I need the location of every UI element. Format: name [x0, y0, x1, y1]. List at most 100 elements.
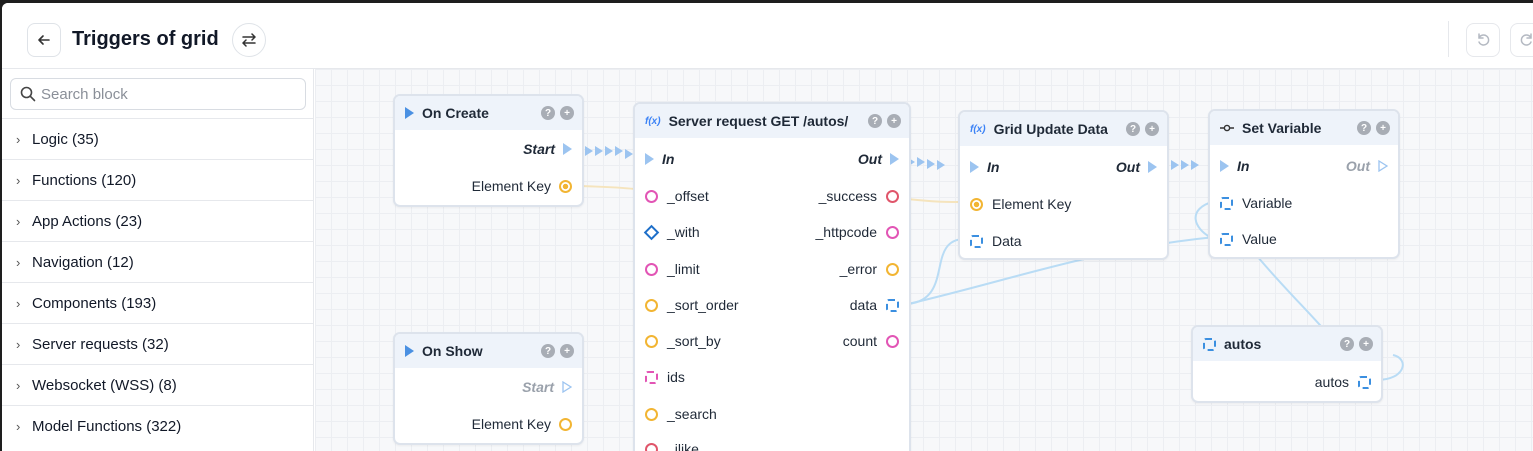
category-navigation[interactable]: ›Navigation (12)	[2, 241, 314, 282]
pin-icon	[886, 334, 899, 348]
help-icon[interactable]: ?	[541, 344, 555, 358]
pin-autos-output[interactable]: autos	[1315, 374, 1371, 390]
pin-data[interactable]: data	[850, 297, 899, 313]
redo-icon	[1520, 33, 1532, 46]
category-model-functions[interactable]: ›Model Functions (322)	[2, 405, 314, 446]
pin-element-key[interactable]: Element Key	[970, 196, 1071, 212]
node-set-variable[interactable]: Set Variable ? + In Out Variable Value	[1208, 109, 1400, 259]
pin-variable[interactable]: Variable	[1220, 195, 1292, 211]
pin-icon	[559, 179, 572, 193]
pin-httpcode[interactable]: _httpcode	[816, 224, 899, 240]
pin-out[interactable]: Out	[858, 151, 899, 167]
pin-ids[interactable]: ids	[645, 369, 685, 385]
pin-offset[interactable]: _offset	[645, 188, 709, 204]
flow-in-icon	[970, 161, 979, 173]
pin-sort-by[interactable]: _sort_by	[645, 333, 721, 349]
pin-success[interactable]: _success	[819, 188, 899, 204]
comment-icon[interactable]: +	[560, 344, 574, 358]
help-icon[interactable]: ?	[1126, 122, 1140, 136]
pin-start[interactable]: Start	[522, 379, 572, 395]
pin-icon	[645, 298, 658, 312]
chevron-right-icon: ›	[16, 295, 21, 311]
node-header[interactable]: On Create ? +	[395, 96, 582, 130]
comment-icon[interactable]: +	[1359, 337, 1373, 351]
comment-icon[interactable]: +	[887, 114, 901, 128]
swap-button[interactable]	[232, 23, 266, 57]
help-icon[interactable]: ?	[1340, 337, 1354, 351]
pin-icon	[645, 407, 658, 421]
node-header[interactable]: Set Variable ? +	[1210, 111, 1398, 145]
node-title: Set Variable	[1242, 120, 1322, 136]
object-icon	[1203, 337, 1216, 351]
flow-in-icon	[645, 153, 654, 165]
pin-in[interactable]: In	[1220, 158, 1249, 174]
help-icon[interactable]: ?	[541, 106, 555, 120]
pin-count[interactable]: count	[843, 333, 899, 349]
category-list: ›Logic (35) ›Functions (120) ›App Action…	[2, 118, 314, 446]
swap-arrows-icon	[242, 33, 256, 47]
node-autos[interactable]: autos ?+ autos	[1191, 325, 1383, 403]
comment-icon[interactable]: +	[1376, 121, 1390, 135]
variable-icon	[1220, 124, 1234, 132]
node-grid-update-data[interactable]: f(x) Grid Update Data ?+ In Out Element …	[958, 110, 1169, 260]
flow-in-icon	[1220, 160, 1229, 172]
search-input[interactable]	[41, 83, 296, 105]
help-icon[interactable]: ?	[1357, 121, 1371, 135]
pin-start[interactable]: Start	[523, 141, 572, 157]
comment-icon[interactable]: +	[1145, 122, 1159, 136]
pin-limit[interactable]: _limit	[645, 261, 700, 277]
pin-out[interactable]: Out	[1346, 158, 1388, 174]
header-bar: Triggers of grid	[2, 3, 1533, 69]
flow-wire-request-to-grid	[907, 157, 945, 170]
pin-search[interactable]: _search	[645, 406, 717, 422]
comment-icon[interactable]: +	[560, 106, 574, 120]
undo-button[interactable]	[1466, 23, 1500, 57]
help-icon[interactable]: ?	[868, 114, 882, 128]
pin-data[interactable]: Data	[970, 233, 1022, 249]
block-sidebar: ›Logic (35) ›Functions (120) ›App Action…	[2, 69, 314, 451]
pin-in[interactable]: In	[645, 151, 674, 167]
pin-element-key[interactable]: Element Key	[472, 416, 572, 432]
back-button[interactable]	[27, 23, 61, 57]
category-app-actions[interactable]: ›App Actions (23)	[2, 200, 314, 241]
node-header[interactable]: On Show ?+	[395, 334, 582, 368]
diamond-pin-icon	[643, 224, 660, 240]
node-on-show[interactable]: On Show ?+ Start Element Key	[393, 332, 584, 445]
page-title: Triggers of grid	[72, 28, 219, 50]
data-wire-autos-loop	[1376, 354, 1404, 381]
category-logic[interactable]: ›Logic (35)	[2, 118, 314, 159]
pin-icon	[645, 442, 658, 451]
redo-button[interactable]	[1510, 23, 1533, 57]
pin-icon	[645, 334, 658, 348]
pin-ilike[interactable]: _ilike	[645, 441, 699, 451]
data-wire-data-to-griddata	[907, 238, 966, 305]
node-server-request[interactable]: f(x) Server request GET /autos/ ?+ In Ou…	[633, 102, 911, 451]
category-websocket[interactable]: ›Websocket (WSS) (8)	[2, 364, 314, 405]
flow-out-icon	[1148, 161, 1157, 173]
node-canvas[interactable]: On Create ?+ Start Element Key On Show ?…	[315, 69, 1533, 451]
pin-out[interactable]: Out	[1116, 159, 1157, 175]
pin-value[interactable]: Value	[1220, 231, 1277, 247]
object-pin-icon	[1220, 196, 1233, 210]
play-icon	[405, 107, 414, 119]
pin-icon	[645, 262, 658, 276]
function-icon: f(x)	[645, 115, 661, 127]
pin-sort-order[interactable]: _sort_order	[645, 297, 739, 313]
pin-with[interactable]: _with	[643, 224, 700, 240]
pin-icon	[970, 197, 983, 211]
pin-element-key[interactable]: Element Key	[472, 178, 572, 194]
node-title: Grid Update Data	[993, 121, 1108, 137]
search-box[interactable]	[10, 78, 306, 110]
pin-in[interactable]: In	[970, 159, 999, 175]
node-on-create[interactable]: On Create ? + Start Element Key	[393, 94, 584, 207]
node-header[interactable]: autos ?+	[1193, 327, 1381, 361]
category-components[interactable]: ›Components (193)	[2, 282, 314, 323]
node-header[interactable]: f(x) Server request GET /autos/ ?+	[635, 104, 909, 138]
pin-icon	[886, 225, 899, 239]
node-header[interactable]: f(x) Grid Update Data ?+	[960, 112, 1167, 146]
pin-error[interactable]: _error	[840, 261, 899, 277]
category-functions[interactable]: ›Functions (120)	[2, 159, 314, 200]
category-server-requests[interactable]: ›Server requests (32)	[2, 323, 314, 364]
node-title: On Create	[422, 105, 489, 121]
object-pin-icon	[970, 234, 983, 248]
